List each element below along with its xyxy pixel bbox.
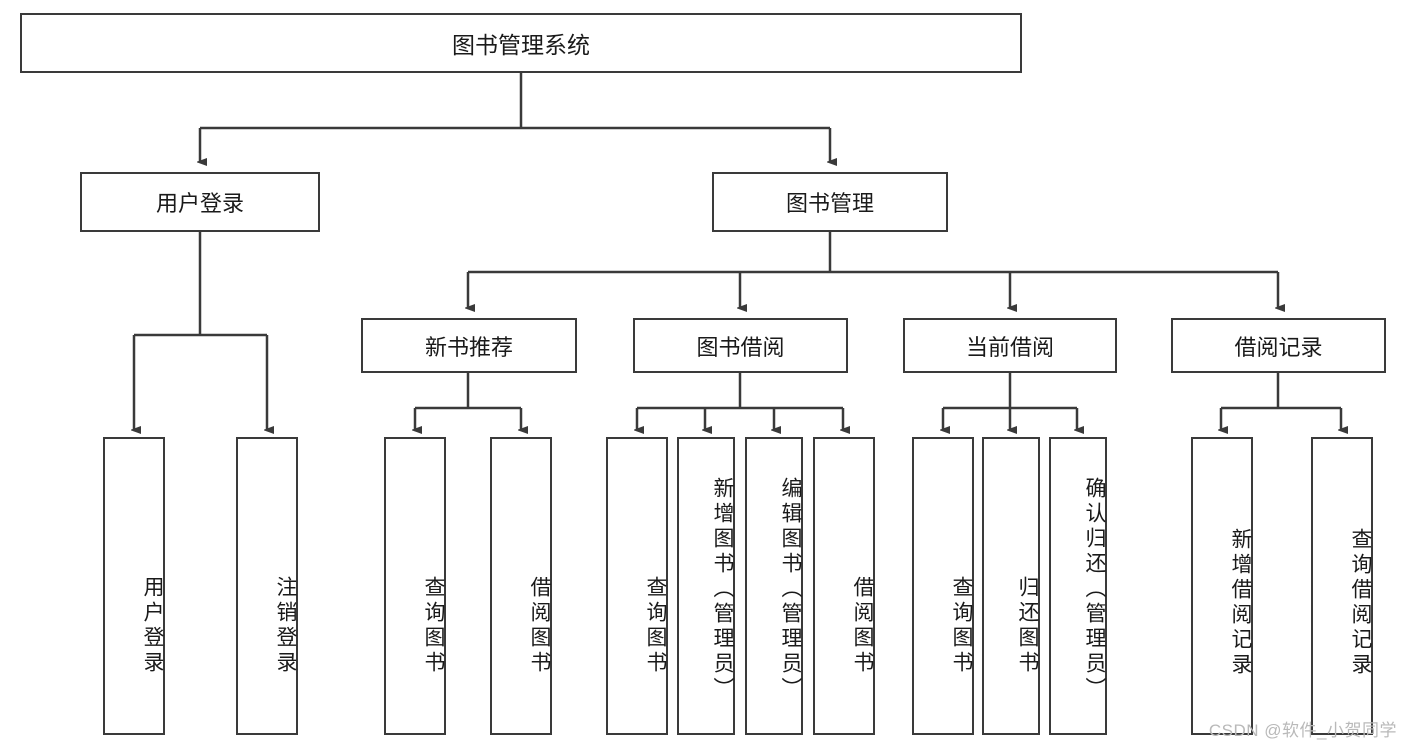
leaf-query-book-recommend[interactable]: 查询图书 (384, 437, 446, 735)
node-label: 编辑图书（管理员） (779, 476, 802, 702)
watermark-text: CSDN @软件_小贺同学 (1208, 721, 1397, 740)
leaf-query-borrow-record[interactable]: 查询借阅记录 (1311, 437, 1373, 735)
node-label: 用户登录 (141, 576, 164, 676)
node-label: 借阅图书 (528, 576, 551, 676)
leaf-query-book-borrow[interactable]: 查询图书 (606, 437, 668, 735)
leaf-borrow-book[interactable]: 借阅图书 (813, 437, 875, 735)
node-label: 确认归还（管理员） (1083, 476, 1106, 702)
node-label: 图书借阅 (696, 334, 785, 360)
node-label: 借阅记录 (1234, 334, 1323, 360)
node-label: 新增借阅记录 (1229, 528, 1252, 678)
node-label: 归还图书 (1016, 576, 1039, 676)
leaf-borrow-book-recommend[interactable]: 借阅图书 (490, 437, 552, 735)
node-label: 当前借阅 (965, 334, 1054, 360)
node-current-borrow[interactable]: 当前借阅 (903, 318, 1117, 373)
leaf-confirm-return-admin[interactable]: 确认归还（管理员） (1049, 437, 1107, 735)
node-user-login[interactable]: 用户登录 (80, 172, 320, 232)
node-label: 用户登录 (155, 191, 244, 216)
leaf-user-login[interactable]: 用户登录 (103, 437, 165, 735)
leaf-add-borrow-record[interactable]: 新增借阅记录 (1191, 437, 1253, 735)
node-new-book-recommend[interactable]: 新书推荐 (361, 318, 577, 373)
node-label: 图书管理系统 (452, 32, 590, 58)
leaf-add-book-admin[interactable]: 新增图书（管理员） (677, 437, 735, 735)
node-book-borrow[interactable]: 图书借阅 (633, 318, 848, 373)
leaf-logout[interactable]: 注销登录 (236, 437, 298, 735)
node-label: 查询借阅记录 (1349, 528, 1372, 678)
node-book-management[interactable]: 图书管理 (712, 172, 948, 232)
node-root-system[interactable]: 图书管理系统 (20, 13, 1022, 73)
leaf-return-book[interactable]: 归还图书 (982, 437, 1040, 735)
node-label: 查询图书 (950, 576, 973, 676)
node-borrow-record[interactable]: 借阅记录 (1171, 318, 1386, 373)
node-label: 查询图书 (422, 576, 445, 676)
node-label: 新增图书（管理员） (711, 476, 734, 702)
leaf-query-book-current[interactable]: 查询图书 (912, 437, 974, 735)
node-label: 注销登录 (274, 576, 297, 676)
node-label: 新书推荐 (424, 334, 513, 360)
node-label: 借阅图书 (851, 576, 874, 676)
node-label: 查询图书 (644, 576, 667, 676)
node-label: 图书管理 (785, 191, 874, 216)
leaf-edit-book-admin[interactable]: 编辑图书（管理员） (745, 437, 803, 735)
